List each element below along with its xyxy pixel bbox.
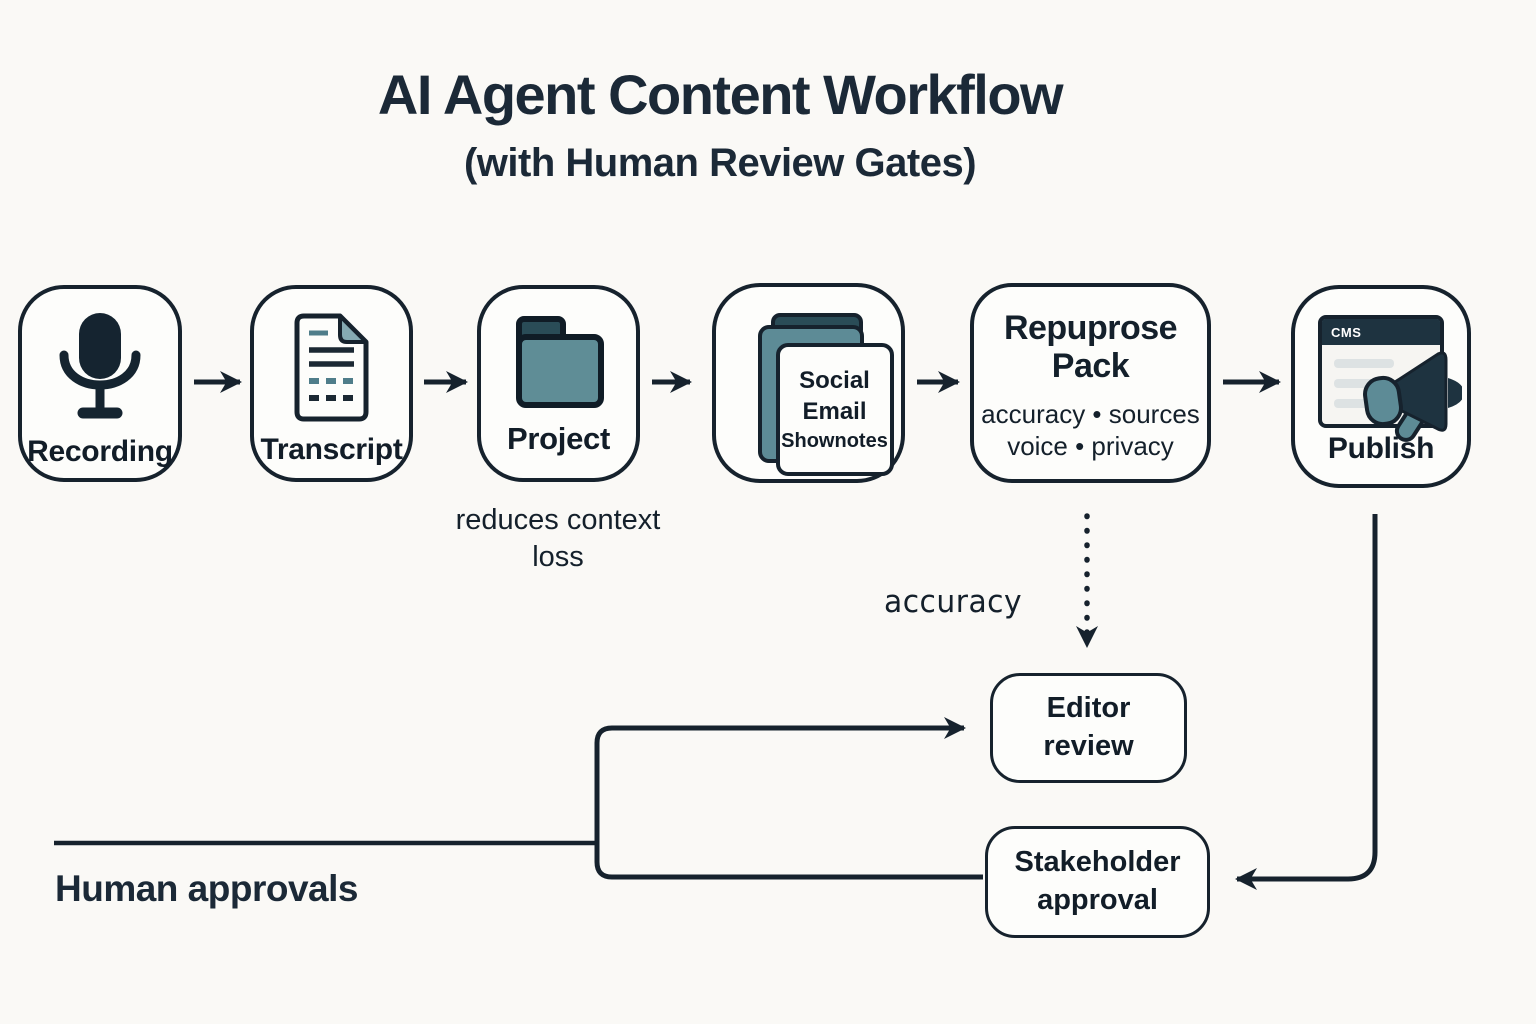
gate-stakeholder-approval: Stakeholder approval — [985, 826, 1210, 938]
line-lane-stakeholder — [594, 843, 983, 880]
checks-line-2: voice • privacy — [1007, 430, 1174, 461]
node-recording: Recording — [18, 285, 182, 482]
card-line-email: Email — [802, 397, 867, 425]
card-line-social: Social — [799, 366, 870, 394]
card-line-shownotes: Shownotes — [781, 429, 888, 452]
gate-label: Stakeholder approval — [1014, 846, 1181, 916]
folder-icon — [515, 316, 604, 408]
gate-editor-review: Editor review — [990, 673, 1187, 783]
repurpose-pack-title: Repuprose Pack — [1003, 309, 1178, 386]
megaphone-icon — [1363, 351, 1462, 442]
document-icon — [294, 313, 368, 422]
stacked-cards-icon: Social Email Shownotes — [724, 313, 894, 478]
node-project: Project — [477, 285, 640, 482]
human-approvals-lane-label: Human approvals — [55, 868, 358, 909]
project-note: reduces context loss — [455, 504, 661, 574]
node-label: Publish — [1327, 432, 1435, 465]
cms-titlebar: CMS — [1322, 319, 1440, 345]
checks-line-1: accuracy • sources — [981, 399, 1200, 430]
arrow-publish-stakeholder — [1235, 514, 1378, 890]
node-transcript: Transcript — [250, 285, 413, 482]
node-label: Project — [507, 421, 610, 456]
gate-label: Editor review — [1043, 692, 1134, 762]
node-publish: CMS Publish — [1291, 285, 1471, 488]
accuracy-edge-label: accuracy — [884, 584, 1023, 620]
header: AI Agent Content Workflow (with Human Re… — [0, 62, 1440, 186]
repurpose-pack-checks: accuracy • sources voice • privacy — [981, 399, 1200, 462]
node-outputs: Social Email Shownotes — [712, 283, 905, 483]
microphone-icon — [59, 313, 141, 419]
cms-window-icon: CMS — [1318, 315, 1462, 442]
node-repurpose-pack: Repuprose Pack accuracy • sources voice … — [970, 283, 1211, 483]
cms-content-lines — [1334, 359, 1394, 408]
node-label: Recording — [27, 435, 173, 468]
card-front: Social Email Shownotes — [775, 343, 894, 476]
arrow-lane-editor — [594, 717, 966, 843]
node-label: Transcript — [260, 433, 403, 466]
cms-badge: CMS — [1331, 324, 1362, 340]
page-title: AI Agent Content Workflow — [377, 63, 1064, 126]
page-subtitle: (with Human Review Gates) — [463, 141, 977, 185]
